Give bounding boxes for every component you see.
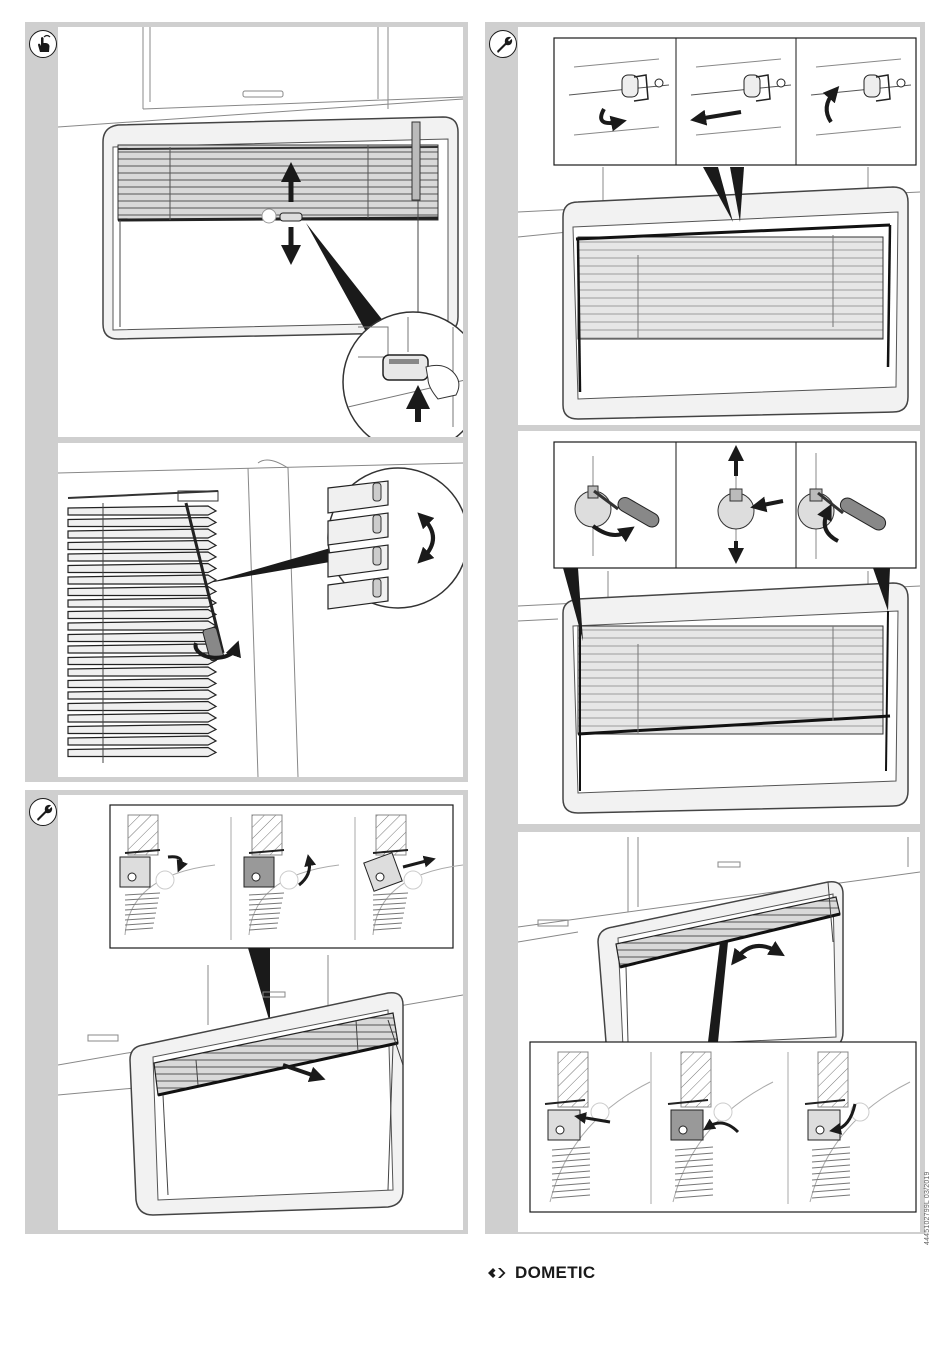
wrench-icon	[489, 30, 517, 58]
panel-cord-adjust	[485, 427, 925, 827]
panel-operate-blind	[25, 22, 468, 439]
panel-clip-headrail	[25, 790, 468, 1234]
panel-cord-tension	[485, 22, 925, 427]
illustration-clip-headrail	[58, 795, 463, 1230]
brand-logo: DOMETIC	[487, 1262, 595, 1284]
hand-pointer-icon	[29, 30, 57, 58]
dometic-chevrons-logo	[487, 1266, 511, 1280]
document-number: 4445102799L 03/2019	[924, 1171, 931, 1245]
illustration-tilt-slats	[58, 443, 463, 777]
panel-tilt-slats	[25, 439, 468, 782]
illustration-cord-adjust	[518, 431, 920, 824]
illustration-remove-rail	[518, 832, 920, 1232]
illustration-operate-blind	[58, 27, 463, 437]
brand-name: DOMETIC	[515, 1263, 595, 1283]
wrench-icon	[29, 798, 57, 826]
illustration-cord-tension	[518, 27, 920, 425]
panel-remove-rail	[485, 827, 925, 1234]
